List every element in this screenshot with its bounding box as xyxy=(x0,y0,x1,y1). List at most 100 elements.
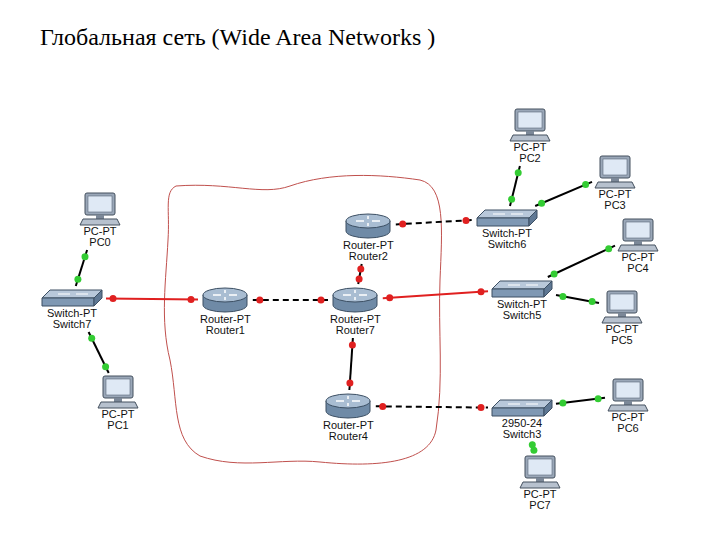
pc-icon xyxy=(607,378,649,412)
device-name: PC5 xyxy=(611,335,632,346)
link-light xyxy=(478,404,485,411)
router-icon xyxy=(201,286,249,314)
router-node: Router-PTRouter4 xyxy=(323,392,374,442)
device-name: PC6 xyxy=(617,423,638,434)
switch-icon xyxy=(40,288,104,308)
network-link xyxy=(529,441,538,454)
link-light xyxy=(88,335,95,342)
network-link xyxy=(88,332,109,373)
device-name: Switch5 xyxy=(503,310,542,321)
link-light xyxy=(318,297,325,304)
link-light xyxy=(538,200,545,207)
link-light xyxy=(478,288,485,295)
device-model: Router-PT xyxy=(200,314,251,325)
link-light xyxy=(110,295,117,302)
link-light xyxy=(102,363,109,370)
network-link xyxy=(556,293,599,305)
link-line xyxy=(396,220,473,224)
network-link xyxy=(508,166,522,206)
link-light xyxy=(582,181,589,188)
pc-icon xyxy=(97,375,139,409)
device-model: PC-PT xyxy=(606,324,639,335)
device-model: Switch-PT xyxy=(47,308,97,319)
network-link xyxy=(548,245,615,277)
device-name: PC1 xyxy=(107,420,128,431)
link-light xyxy=(589,298,596,305)
pc-node: PC-PTPC0 xyxy=(79,192,121,248)
network-link xyxy=(376,403,488,411)
link-light xyxy=(346,380,353,387)
link-light xyxy=(386,294,393,301)
pc-node: PC-PTPC7 xyxy=(519,455,561,511)
link-light xyxy=(74,276,81,283)
pc-icon xyxy=(601,290,643,324)
device-model: Router-PT xyxy=(323,420,374,431)
device-model: Switch-PT xyxy=(482,228,532,239)
link-light xyxy=(605,245,612,252)
router-icon xyxy=(331,286,379,314)
switch-node: 2950-24Switch3 xyxy=(490,398,554,440)
device-model: 2950-24 xyxy=(502,418,542,429)
link-light xyxy=(399,221,406,228)
link-light xyxy=(508,196,515,203)
link-light xyxy=(357,266,364,273)
pc-node: PC-PTPC5 xyxy=(601,290,643,346)
link-light xyxy=(356,276,363,283)
network-link xyxy=(396,217,473,228)
device-model: PC-PT xyxy=(612,412,645,423)
device-model: PC-PT xyxy=(622,252,655,263)
network-link xyxy=(106,295,198,303)
pc-icon xyxy=(79,192,121,226)
device-name: Switch7 xyxy=(53,319,92,330)
link-light xyxy=(559,400,566,407)
network-link xyxy=(253,297,328,304)
network-link xyxy=(383,288,488,301)
device-name: Router2 xyxy=(349,251,388,262)
link-line xyxy=(106,298,198,299)
link-line xyxy=(376,406,488,407)
device-model: Router-PT xyxy=(330,314,381,325)
pc-node: PC-PTPC6 xyxy=(607,378,649,434)
pc-icon xyxy=(617,218,659,252)
device-model: Switch-PT xyxy=(497,299,547,310)
device-model: PC-PT xyxy=(599,189,632,200)
device-model: PC-PT xyxy=(84,226,117,237)
network-link xyxy=(535,181,592,207)
switch-icon xyxy=(490,279,554,299)
pc-node: PC-PTPC1 xyxy=(97,375,139,431)
link-light xyxy=(551,271,558,278)
device-name: PC0 xyxy=(89,237,110,248)
device-name: PC3 xyxy=(604,200,625,211)
device-name: PC7 xyxy=(529,500,550,511)
link-light xyxy=(256,297,263,304)
device-name: Router4 xyxy=(329,431,368,442)
link-light xyxy=(82,253,89,260)
device-name: Switch3 xyxy=(503,429,542,440)
link-line xyxy=(253,299,328,301)
device-model: PC-PT xyxy=(102,409,135,420)
switch-node: Switch-PTSwitch5 xyxy=(490,279,554,321)
device-name: Switch6 xyxy=(488,239,527,250)
link-line xyxy=(89,332,109,373)
network-link xyxy=(74,250,88,286)
wan-outline xyxy=(164,175,441,464)
switch-node: Switch-PTSwitch6 xyxy=(475,208,539,250)
router-node: Router-PTRouter7 xyxy=(330,286,381,336)
diagram-title: Глобальная сеть (Wide Area Networks ) xyxy=(40,24,435,51)
router-icon xyxy=(344,212,392,240)
router-node: Router-PTRouter1 xyxy=(200,286,251,336)
pc-icon xyxy=(594,155,636,189)
link-light xyxy=(188,296,195,303)
link-light xyxy=(559,293,566,300)
device-model: PC-PT xyxy=(514,142,547,153)
link-line xyxy=(535,182,592,206)
link-light xyxy=(379,403,386,410)
pc-node: PC-PTPC2 xyxy=(509,108,551,164)
pc-icon xyxy=(519,455,561,489)
link-line xyxy=(383,291,488,298)
device-model: Router-PT xyxy=(343,240,394,251)
network-link xyxy=(346,338,356,390)
network-link xyxy=(556,395,605,406)
router-icon xyxy=(324,392,372,420)
